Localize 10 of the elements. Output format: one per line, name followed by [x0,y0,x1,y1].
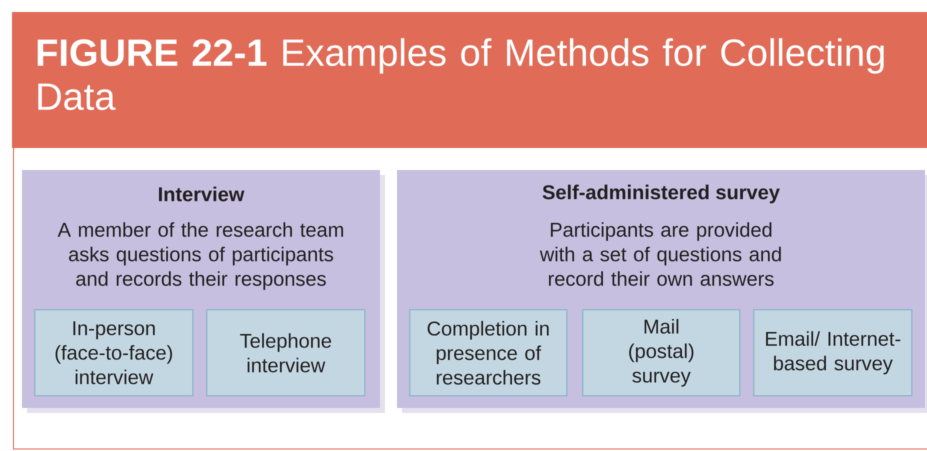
method-box: Telephone interview [206,309,366,396]
figure-title: FIGURE 22-1 Examples of Methods for Collecting Data [38,38,884,110]
method-box: Mail (postal) survey [582,309,740,396]
panel-heading: Self-administered survey [542,184,780,204]
method-box: In-person (face-to-face) interview [34,309,194,396]
panel-description: A member of the research team asks questions of participants and records their responses [58,222,344,290]
method-box: Completion in presence of researchers [409,309,568,396]
panel-heading: Interview [158,186,244,202]
panel-description: Participants are provided with a set of questions and record their own answers [540,222,781,286]
method-box: Email/ Internet-based survey [753,309,912,396]
